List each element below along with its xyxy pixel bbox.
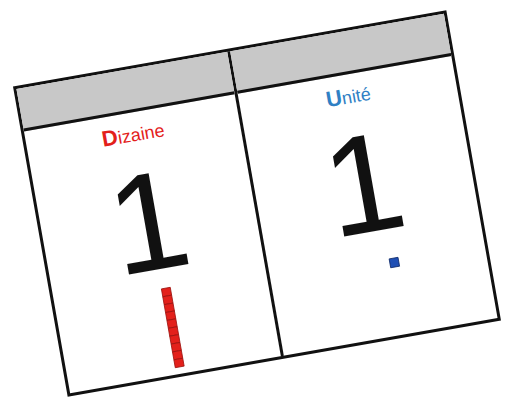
- header-band: [230, 14, 451, 94]
- unit-cube: [389, 257, 399, 267]
- header-band: [16, 52, 234, 132]
- ten-rod-cube: [174, 358, 184, 367]
- place-column: Dizaine1: [16, 51, 283, 393]
- place-column: Unité1: [230, 14, 497, 356]
- place-value-table: Dizaine1Unité1: [13, 10, 501, 397]
- digit: 1: [245, 96, 483, 272]
- digit: 1: [31, 135, 266, 310]
